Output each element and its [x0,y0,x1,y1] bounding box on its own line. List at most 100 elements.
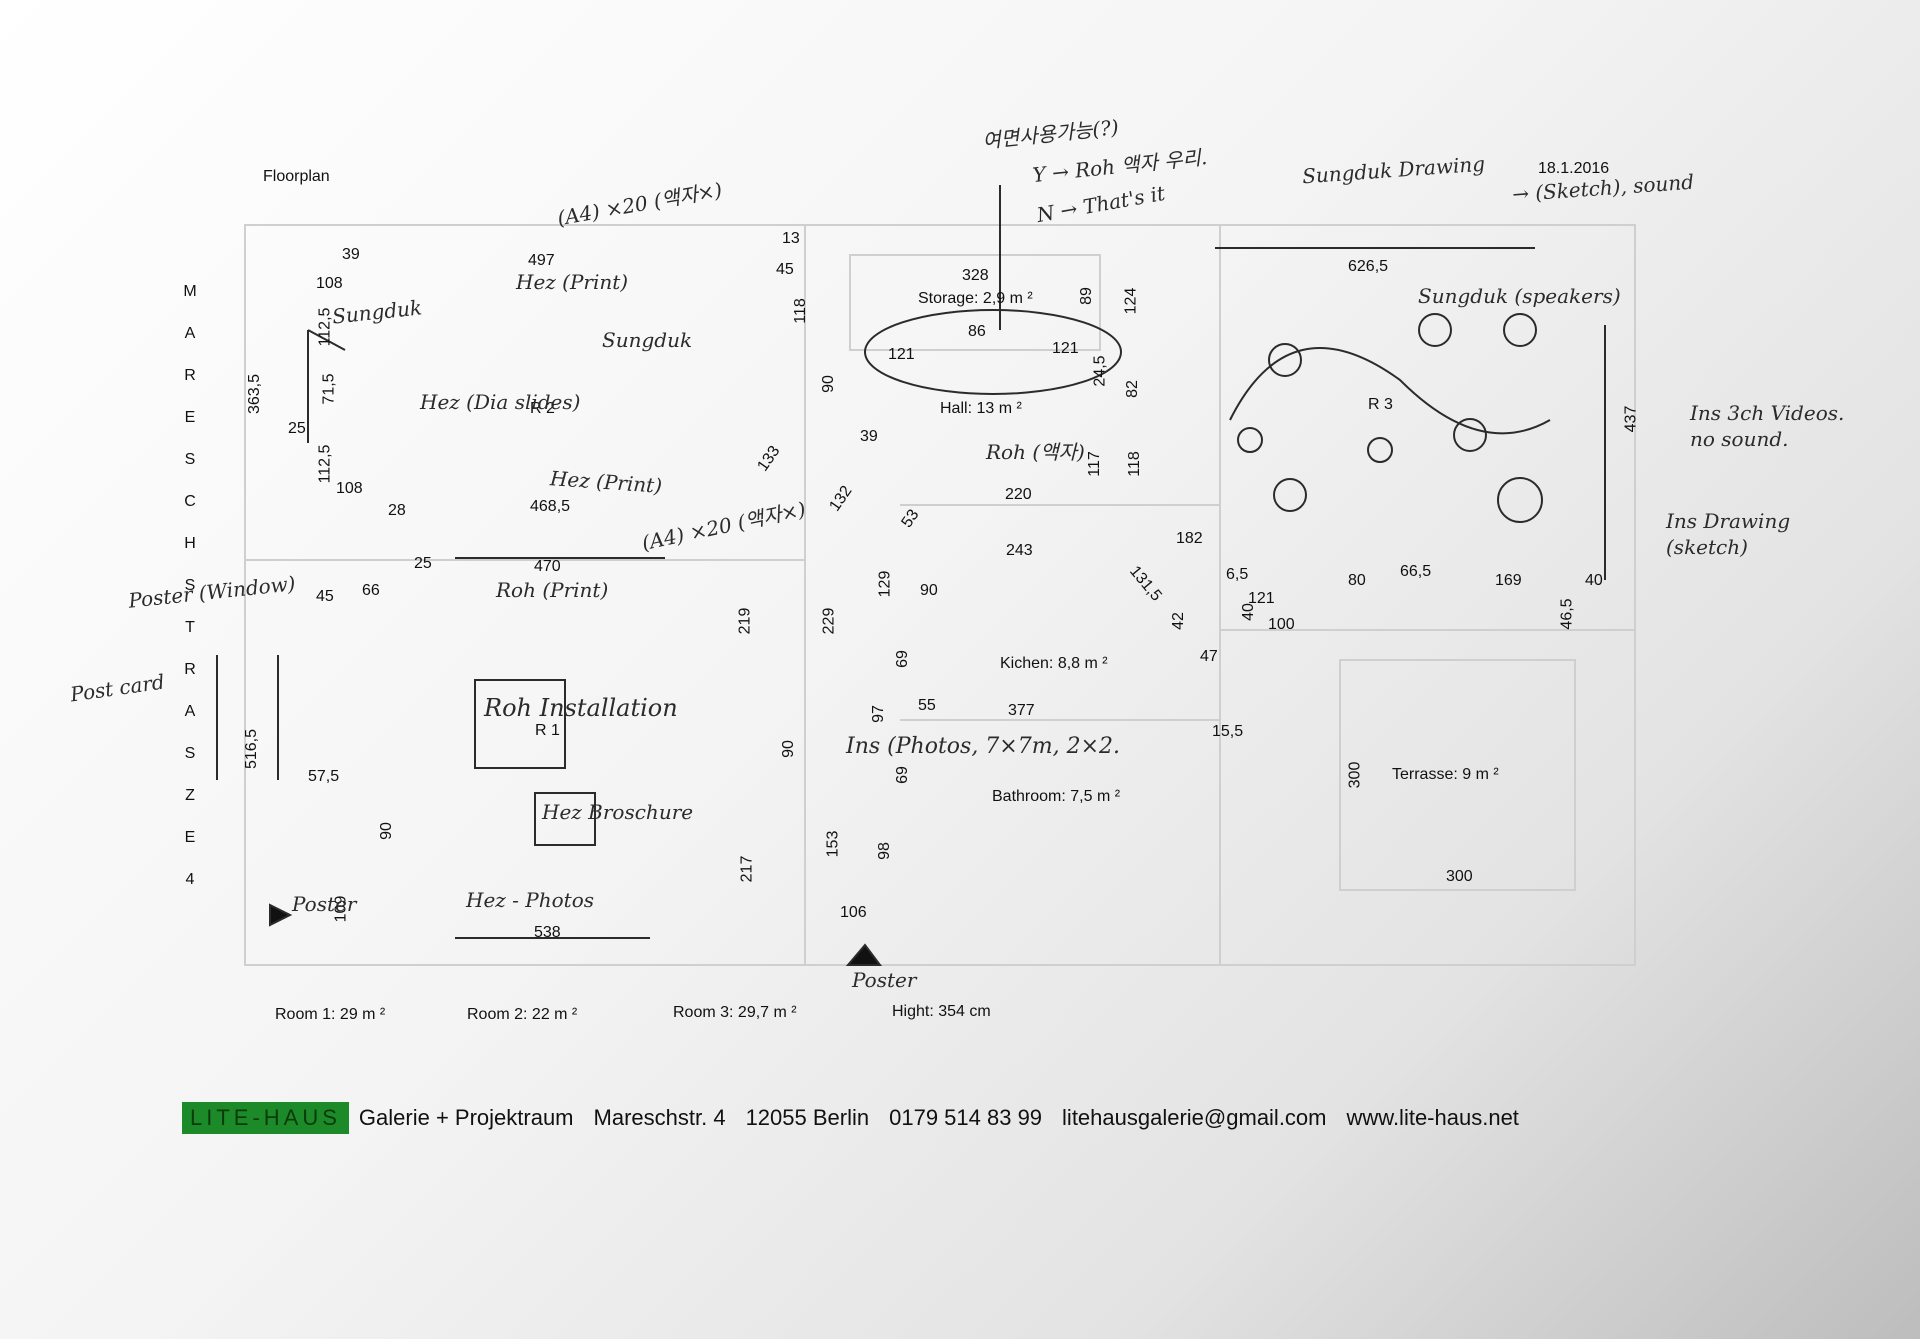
room-label-r3: R 3 [1368,396,1393,413]
speaker-3 [1503,313,1537,347]
dimension: 121 [1052,340,1079,357]
dimension: 39 [860,428,878,445]
street-letter: A [184,325,196,342]
note-roh-hall: Roh (액자) [986,440,1085,464]
dimension: 538 [534,924,561,941]
footer-website: www.lite-haus.net [1346,1105,1519,1130]
dimension: 516,5 [243,728,261,770]
lite-haus-logo: LITE-HAUS [182,1102,349,1134]
dimension: 55 [918,697,936,714]
summary-room1: Room 1: 29 m ² [275,1006,386,1023]
street-letter: H [184,535,196,552]
note-poster-bottom: Poster [852,968,917,992]
speaker-circuit [1229,347,1551,435]
dimension: 497 [528,252,555,269]
dimension: 39 [342,246,360,263]
room-label-storage: Storage: 2,9 m ² [918,290,1033,307]
footer-address: Mareschstr. 4 [593,1105,726,1130]
dimension: 108 [336,480,363,497]
roh-installation-box [474,679,566,769]
room-label-bathroom: Bathroom: 7,5 m ² [992,788,1121,805]
note-ins-photos: Ins (Photos, 7×7m, 2×2. [846,734,1121,759]
dimension: 15,5 [1212,723,1244,740]
speaker-7 [1273,478,1307,512]
poster-marker-bottom [845,943,882,966]
speaker-2 [1418,313,1452,347]
dimension: 13 [782,230,800,247]
dimension: 377 [1008,702,1035,719]
footer: LITE-HAUS Galerie + Projektraum Mareschs… [182,1100,1539,1136]
dimension: 118 [791,298,809,324]
note-hez-print-top: Hez (Print) [516,270,629,294]
page-title: Floorplan [263,168,330,185]
note-hez-dia: Hez (Dia slides) [420,390,581,414]
dimension: 24,5 [1091,355,1109,387]
dimension: 129 [876,570,894,598]
dimension: 121 [1248,590,1275,607]
dimension: 300 [1446,868,1473,885]
footer-email: litehausgalerie@gmail.com [1062,1105,1327,1130]
dimension: 90 [779,740,797,758]
dimension: 300 [1346,761,1364,789]
dimension: 97 [869,705,887,723]
note-ins-drawing: Ins Drawing (sketch) [1666,509,1791,559]
outer-wall [244,224,1636,966]
street-letter: S [184,577,196,594]
dimension: 25 [414,555,432,572]
footer-phone: 0179 514 83 99 [889,1105,1043,1130]
note-hez-photos: Hez - Photos [466,888,595,912]
note-roh-print: Roh (Print) [496,578,609,602]
street-letter: E [184,409,196,426]
dimension: 57,5 [308,768,340,785]
dimension: 89 [1077,287,1095,305]
hall-oval [864,309,1122,395]
dimension: 626,5 [1348,258,1389,275]
dimension: 169 [1495,572,1522,589]
dimension: 90 [819,375,837,393]
dimension: 243 [1006,542,1033,559]
dimension: 153 [824,830,842,858]
speaker-5 [1367,437,1393,463]
dimension: 71,5 [320,373,338,405]
summary-room3: Room 3: 29,7 m ² [673,1004,797,1021]
dimension: 90 [377,822,395,840]
dimension: 66 [362,582,380,599]
room-label-hall: Hall: 13 m ² [940,400,1022,417]
dimension: 69 [893,766,911,784]
street-letter: S [184,451,196,468]
dimension: 219 [736,607,754,635]
dimension: 118 [1125,451,1143,477]
dimension: 106 [840,904,867,921]
dimension: 117 [1085,451,1103,477]
dimension: 42 [1169,612,1187,630]
speaker-1 [1268,343,1302,377]
dimension: 46,5 [1558,598,1576,630]
street-letter: 4 [185,871,195,888]
dimension: 112,5 [316,444,334,484]
dimension: 470 [534,558,561,575]
note-roh-installation: Roh Installation [484,694,678,722]
note-poster-left: Poster [292,892,357,916]
room-label-kitchen: Kichen: 8,8 m ² [1000,655,1108,672]
street-letter: M [183,283,197,300]
street-letter: A [184,703,196,720]
summary-room2: Room 2: 22 m ² [467,1006,578,1023]
note-ins-videos: Ins 3ch Videos. no sound. [1690,401,1845,451]
sungduk-slanted-a [307,329,346,351]
note-hez-broschure: Hez Broschure [542,800,694,824]
speaker-6 [1453,418,1487,452]
dimension: 437 [1622,405,1640,433]
street-letter: E [184,829,196,846]
room-label-r1: R 1 [535,722,560,739]
street-side-dim: 363,5 [246,373,264,415]
terrace [1339,659,1576,891]
dimension: 80 [1348,572,1366,589]
plan-walls [244,224,1636,966]
street-letter: S [184,745,196,762]
dimension: 6,5 [1226,566,1249,583]
street-letter: Z [185,787,195,804]
dimension: 100 [1268,616,1295,633]
street-letter: T [185,619,195,636]
